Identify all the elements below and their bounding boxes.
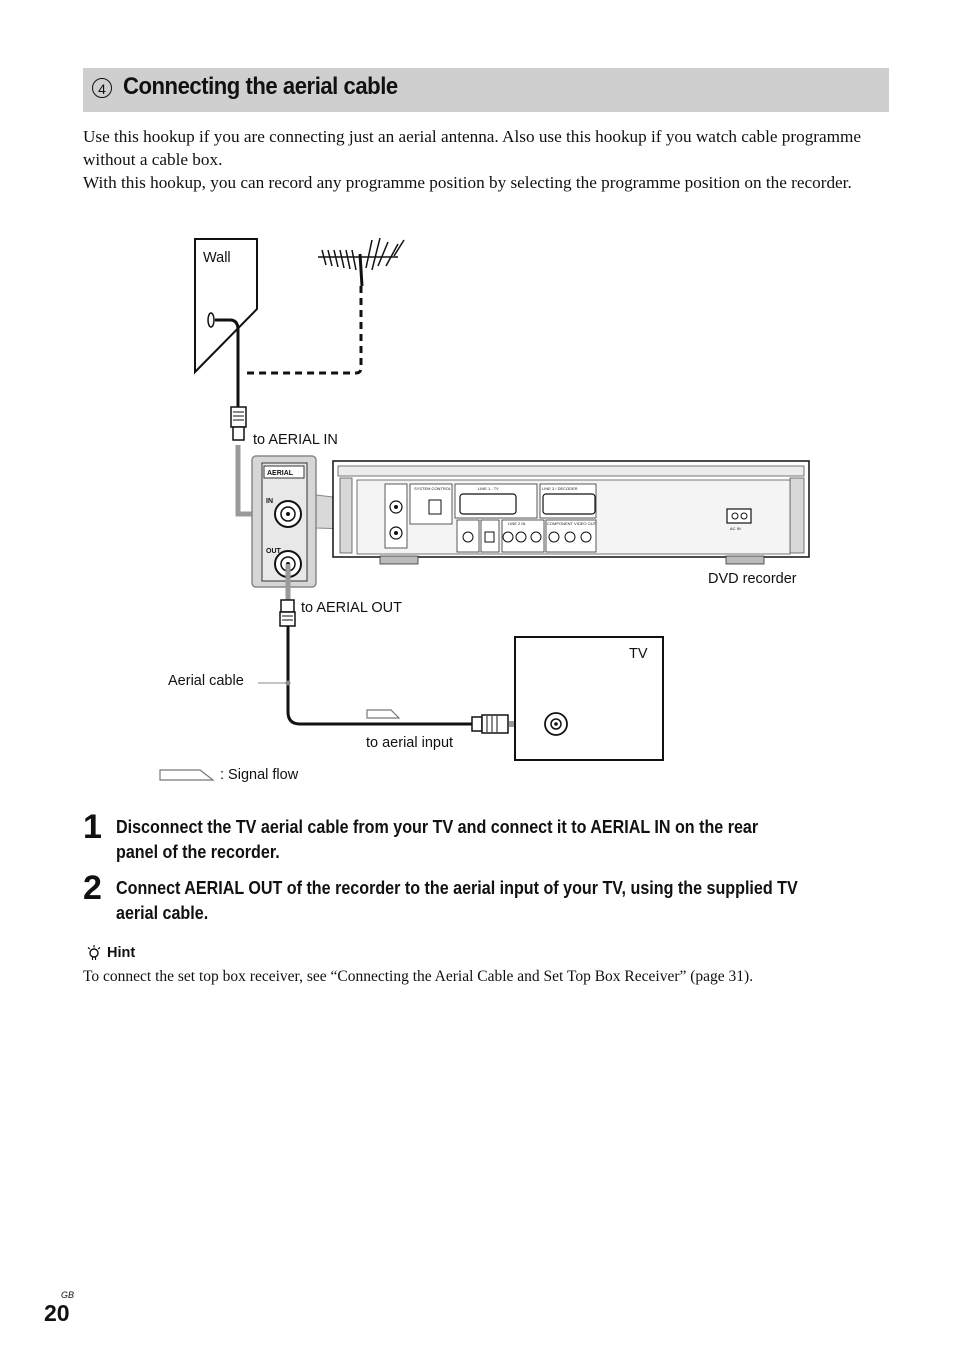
signal-flow-legend-arrow bbox=[159, 769, 215, 781]
panel-line2-label: LINE 2 IN bbox=[508, 521, 525, 526]
step-1-text: Disconnect the TV aerial cable from your… bbox=[116, 816, 759, 862]
hint-title: Hint bbox=[87, 945, 135, 961]
aerial-plug-bottom bbox=[279, 599, 296, 627]
hint-text: To connect the set top box receiver, see… bbox=[83, 968, 754, 985]
intro-paragraph-2: With this hookup, you can record any pro… bbox=[83, 173, 852, 192]
hint-title-label: Hint bbox=[107, 945, 136, 961]
connection-diagram: Wall to AERIAL IN AERIAL bbox=[159, 237, 810, 783]
page-number: 20 bbox=[44, 1300, 70, 1326]
to-aerial-out-label: to AERIAL OUT bbox=[301, 600, 402, 616]
antenna-cable bbox=[243, 286, 363, 375]
signal-flow-legend-label: : Signal flow bbox=[220, 767, 299, 783]
section-title: Connecting the aerial cable bbox=[123, 73, 398, 100]
step-2-text: Connect AERIAL OUT of the recorder to th… bbox=[116, 877, 798, 923]
to-aerial-input-label: to aerial input bbox=[366, 735, 453, 751]
dvd-recorder-label: DVD recorder bbox=[708, 571, 797, 587]
aerial-cable-label: Aerial cable bbox=[168, 673, 244, 689]
panel-line1-label: LINE 1 - TV bbox=[478, 486, 499, 491]
intro-paragraph-1: Use this hookup if you are connecting ju… bbox=[83, 127, 862, 169]
to-aerial-in-label: to AERIAL IN bbox=[253, 432, 338, 448]
wall-label: Wall bbox=[203, 250, 231, 266]
step-1-number: 1 bbox=[83, 808, 102, 846]
tv: TV bbox=[514, 636, 664, 761]
aerial-plug-top bbox=[230, 406, 247, 441]
tv-plug bbox=[471, 714, 509, 734]
wall: Wall bbox=[194, 238, 258, 375]
step-2-number: 2 bbox=[83, 869, 102, 907]
tv-label: TV bbox=[629, 646, 648, 662]
antenna-icon bbox=[318, 237, 405, 287]
panel-system-control-label: SYSTEM CONTROL bbox=[414, 486, 452, 491]
panel-aerial-label: AERIAL bbox=[267, 470, 294, 477]
footer-region: GB bbox=[61, 1290, 75, 1300]
section-number: 4 bbox=[92, 78, 112, 98]
aerial-cable bbox=[286, 626, 472, 726]
panel-ac-in-label: AC IN bbox=[730, 526, 741, 531]
intro-text: Use this hookup if you are connecting ju… bbox=[83, 125, 891, 194]
signal-flow-arrow bbox=[366, 709, 401, 719]
dvd-recorder: SYSTEM CONTROL LINE 1 - TV LINE 3 / DECO… bbox=[332, 460, 810, 565]
section-header: 4 Connecting the aerial cable bbox=[83, 68, 889, 112]
panel-line3-label: LINE 3 / DECODER bbox=[542, 486, 578, 491]
panel-in-label: IN bbox=[266, 498, 273, 505]
panel-component-label: COMPONENT VIDEO OUT bbox=[547, 521, 597, 526]
panel-out-label: OUT bbox=[266, 548, 282, 555]
wall-cable bbox=[215, 318, 240, 408]
lightbulb-icon bbox=[87, 945, 101, 960]
wall-socket bbox=[207, 312, 215, 328]
